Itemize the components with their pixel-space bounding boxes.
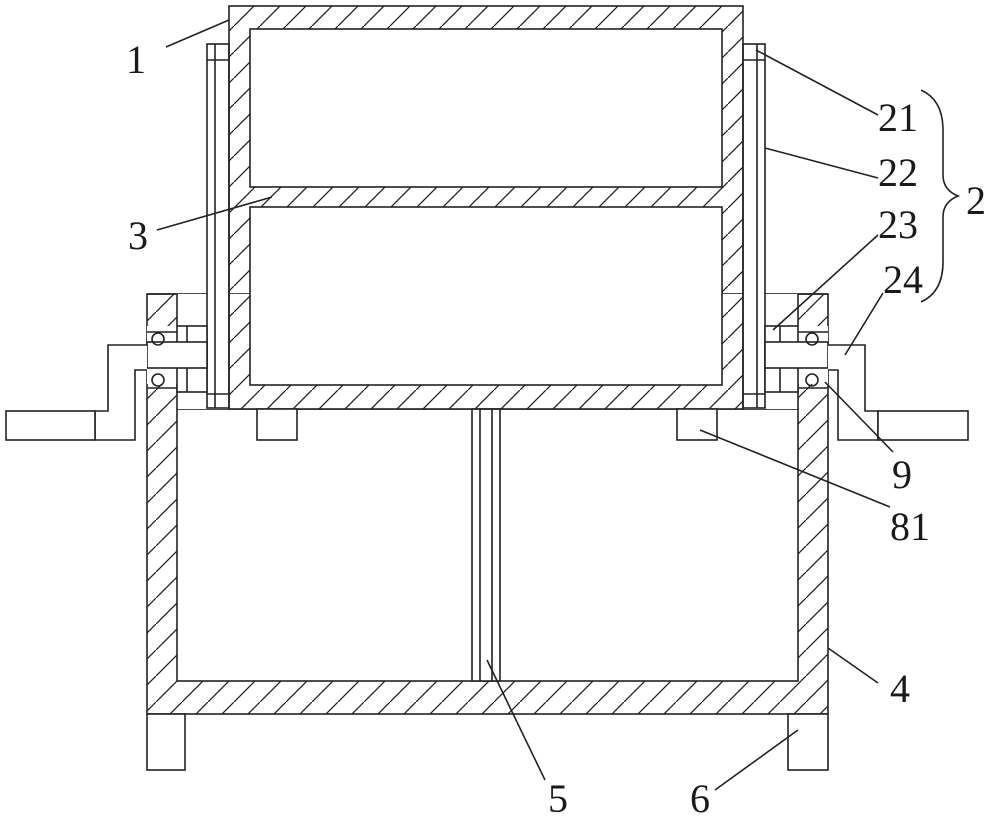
label-24: 24	[883, 257, 923, 302]
side-plates	[206, 43, 766, 409]
upper-drum	[228, 5, 744, 410]
label-9: 9	[892, 452, 912, 497]
label-1: 1	[126, 37, 146, 82]
label-22: 22	[878, 150, 918, 195]
label-21: 21	[878, 95, 918, 140]
label-23: 23	[878, 202, 918, 247]
left-crank-assembly	[5, 325, 208, 441]
label-5: 5	[548, 776, 568, 820]
right-crank-assembly	[764, 325, 969, 441]
label-6: 6	[690, 776, 710, 820]
label-4: 4	[890, 666, 910, 711]
label-3: 3	[128, 213, 148, 258]
leader-lines	[156, 19, 894, 791]
center-divider	[471, 408, 501, 682]
label-2: 2	[966, 178, 986, 223]
label-81: 81	[890, 504, 930, 549]
group-brace	[920, 89, 961, 303]
locating-blocks	[256, 408, 718, 441]
feet	[146, 713, 829, 771]
